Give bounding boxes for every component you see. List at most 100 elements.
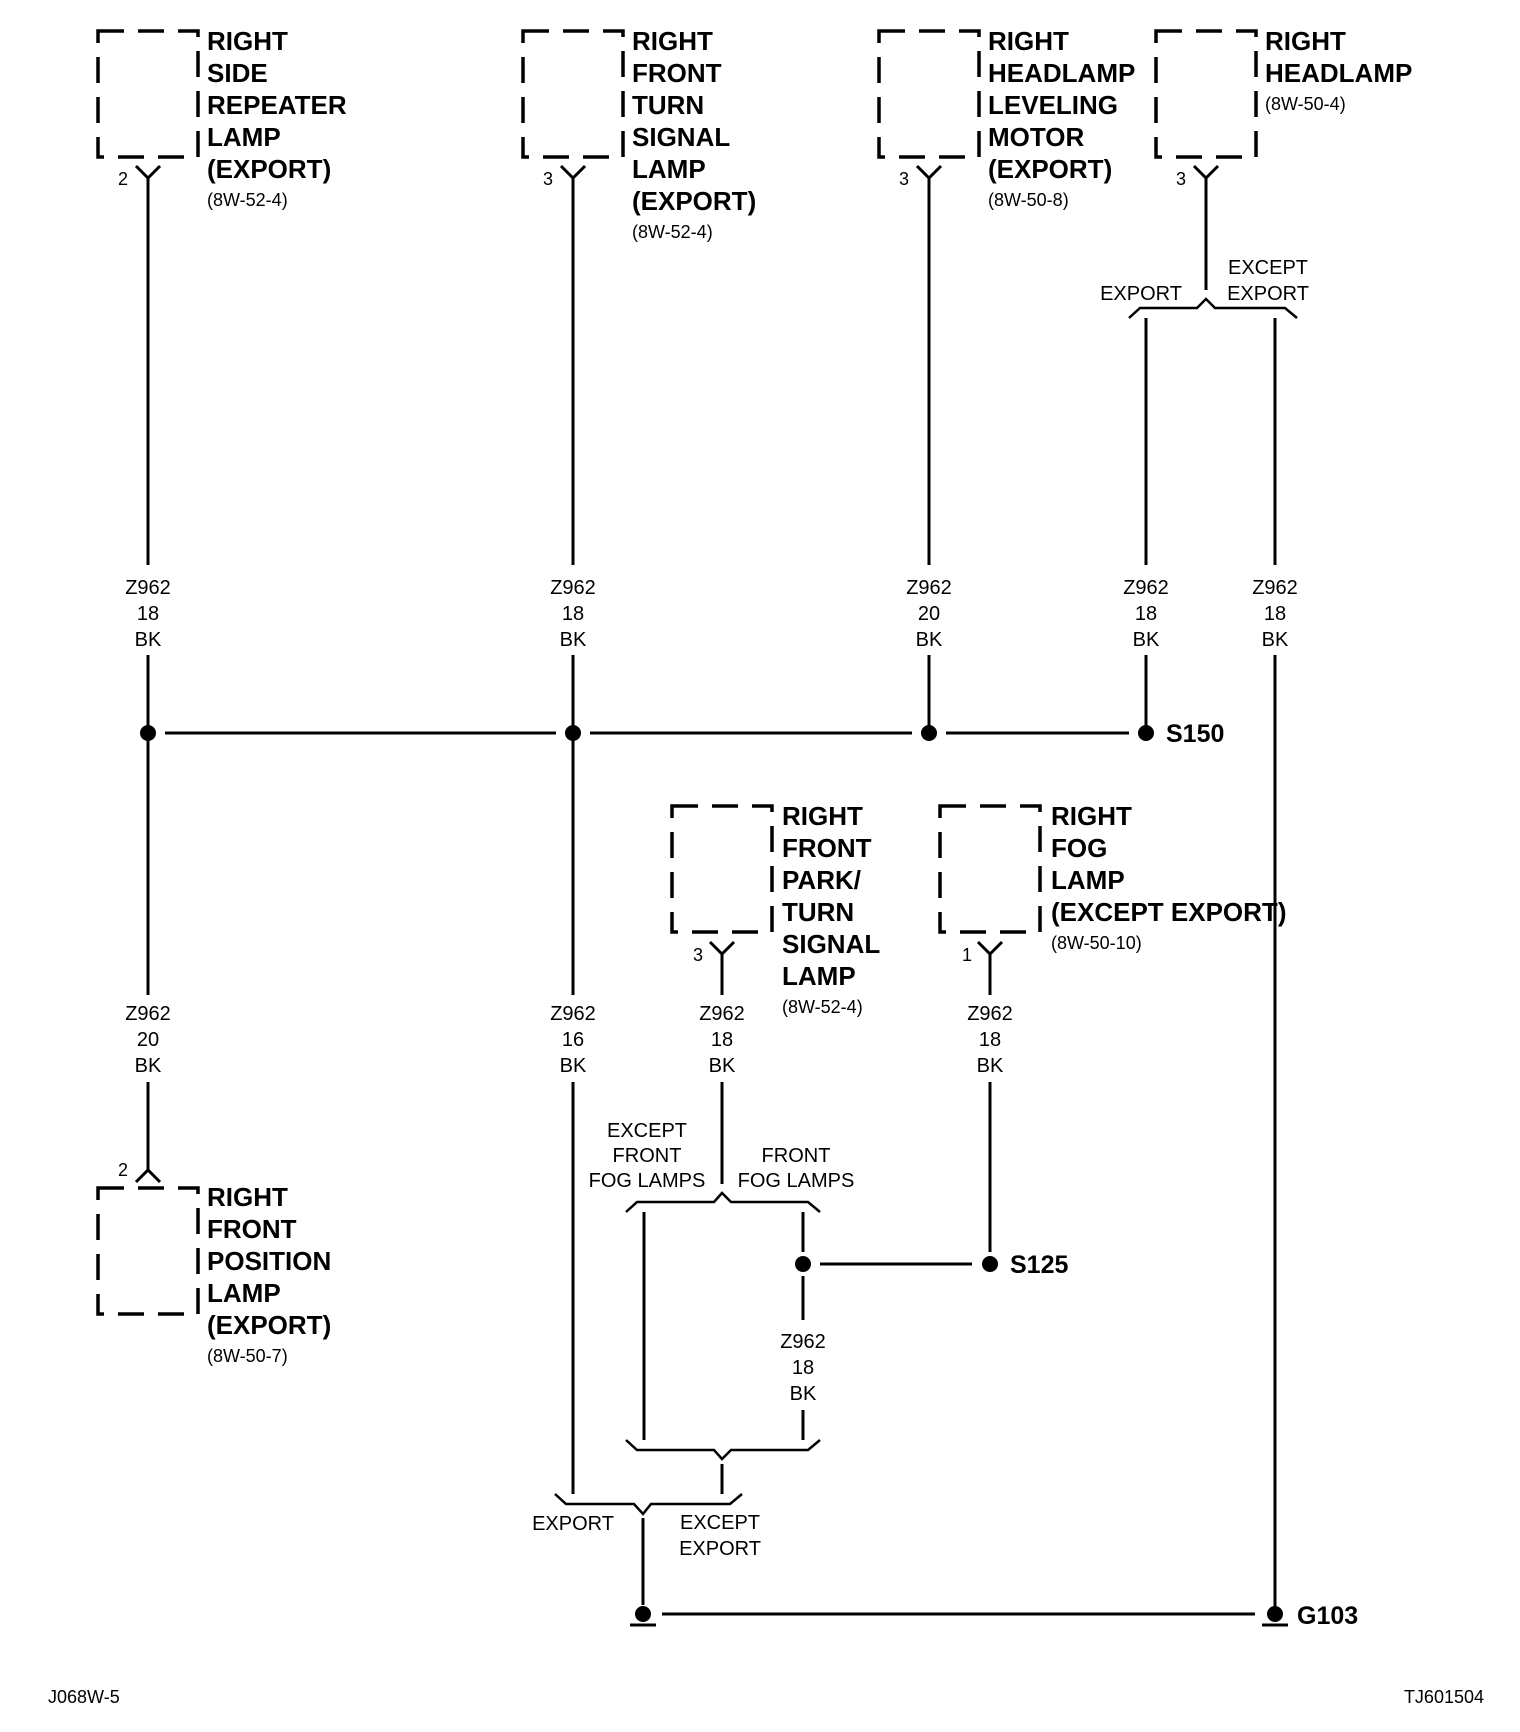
wire-label: Z962 18 BK [699,1003,745,1077]
wire-color: BK [977,1055,1004,1077]
component-label-line: FRONT [632,58,722,88]
splice-s125: S125 [795,1251,1068,1279]
wire-color: BK [790,1383,817,1405]
connector-pin-number: 2 [118,169,128,189]
component-right-headlamp: RIGHT HEADLAMP (8W-50-4) 3 [1154,26,1412,192]
wire-color: BK [135,629,162,651]
wire-label: Z962 18 BK [125,577,171,651]
option-label-except-export: EXCEPT [1228,257,1308,279]
component-label-line: FRONT [207,1214,297,1244]
wire-gauge: 18 [711,1029,733,1051]
component-right-side-repeater-lamp: RIGHT SIDE REPEATER LAMP (EXPORT) (8W-52… [96,26,347,210]
wire-label: Z962 18 BK [1123,577,1169,651]
diagram-code-right: TJ601504 [1404,1687,1484,1707]
connector-pin-number: 3 [1176,169,1186,189]
wire-label: Z962 20 BK [906,577,952,651]
connector-pin-symbol [976,940,1004,968]
fog-lamp-option-branch: EXCEPT FRONT FOG LAMPS FRONT FOG LAMPS [589,1120,854,1440]
component-label-line: (EXPORT) [988,154,1112,184]
wire-label: Z962 18 BK [550,577,596,651]
connector-pin-number: 3 [899,169,909,189]
component-label-line: RIGHT [782,801,863,831]
wire-color: BK [1133,629,1160,651]
component-reference: (8W-50-4) [1265,94,1346,114]
ground-g103: G103 [630,1602,1358,1630]
wire-circuit: Z962 [1252,577,1298,599]
wire-circuit: Z962 [699,1003,745,1025]
component-reference: (8W-52-4) [632,222,713,242]
component-label-line: SIDE [207,58,268,88]
option-label-except-export: EXCEPT [680,1512,760,1534]
component-label-line: MOTOR [988,122,1085,152]
connector-pin-number: 2 [118,1160,128,1180]
option-label-except-export: EXPORT [1227,283,1309,305]
wire-gauge: 18 [1135,603,1157,625]
component-right-front-turn-signal-lamp: RIGHT FRONT TURN SIGNAL LAMP (EXPORT) (8… [521,26,756,242]
wire-label: Z962 16 BK [550,1003,596,1077]
wire-circuit: Z962 [906,577,952,599]
component-label-line: SIGNAL [632,122,730,152]
component-label-line: RIGHT [632,26,713,56]
component-label-line: LAMP [207,122,281,152]
connector-pin-symbol [1192,164,1220,192]
splice-label-s125: S125 [1010,1251,1068,1279]
component-label-line: POSITION [207,1246,331,1276]
component-label-line: PARK/ [782,865,861,895]
wire-color: BK [135,1055,162,1077]
option-label-front-fog-lamps: FRONT [762,1145,831,1167]
wire-circuit: Z962 [550,577,596,599]
wire-color: BK [916,629,943,651]
component-reference: (8W-50-10) [1051,933,1142,953]
connector-pin-symbol [134,164,162,192]
splice-node [982,1256,998,1272]
component-label-line: RIGHT [1265,26,1346,56]
component-right-front-park-turn-signal-lamp: RIGHT FRONT PARK/ TURN SIGNAL LAMP (8W-5… [670,801,880,1017]
ground-label-g103: G103 [1297,1602,1358,1630]
wire-gauge: 20 [918,603,940,625]
component-label-line: LAMP [1051,865,1125,895]
option-bracket [554,1493,743,1516]
component-label-line: RIGHT [207,1182,288,1212]
component-box [877,29,981,159]
component-label-line: REPEATER [207,90,347,120]
wire-circuit: Z962 [125,1003,171,1025]
option-label-export: EXPORT [532,1513,614,1535]
option-label-export: EXPORT [1100,283,1182,305]
component-label-line: LEVELING [988,90,1118,120]
component-right-headlamp-leveling-motor: RIGHT HEADLAMP LEVELING MOTOR (EXPORT) (… [877,26,1135,210]
component-label-line: HEADLAMP [988,58,1135,88]
connector-pin-number: 3 [693,945,703,965]
component-box [1154,29,1258,159]
splice-node [921,725,937,741]
splice-label-s150: S150 [1166,720,1224,748]
component-box [938,804,1042,934]
component-label-line: TURN [632,90,704,120]
component-label-line: (EXCEPT EXPORT) [1051,897,1286,927]
component-label-line: RIGHT [1051,801,1132,831]
connector-pin-symbol [134,1166,162,1184]
connector-pin-number: 3 [543,169,553,189]
wire-gauge: 16 [562,1029,584,1051]
component-label-line: LAMP [207,1278,281,1308]
component-box [521,29,625,159]
component-label-line: FOG [1051,833,1107,863]
ground-node [635,1606,651,1622]
option-label-except-front-fog-lamps: FOG LAMPS [589,1170,706,1192]
component-box [96,29,200,159]
ground-option-branch: EXPORT EXCEPT EXPORT [532,1493,761,1605]
option-bracket [625,1191,821,1213]
component-label-line: RIGHT [988,26,1069,56]
wire-color: BK [709,1055,736,1077]
wire-circuit: Z962 [125,577,171,599]
wire-circuit: Z962 [1123,577,1169,599]
wire-gauge: 18 [979,1029,1001,1051]
component-label-line: FRONT [782,833,872,863]
diagram-code-left: J068W-5 [48,1687,120,1707]
wire-color: BK [1262,629,1289,651]
component-label-line: RIGHT [207,26,288,56]
option-label-except-front-fog-lamps: FRONT [613,1145,682,1167]
wire-gauge: 18 [562,603,584,625]
option-bracket [625,1439,821,1461]
option-bracket [1128,297,1298,319]
